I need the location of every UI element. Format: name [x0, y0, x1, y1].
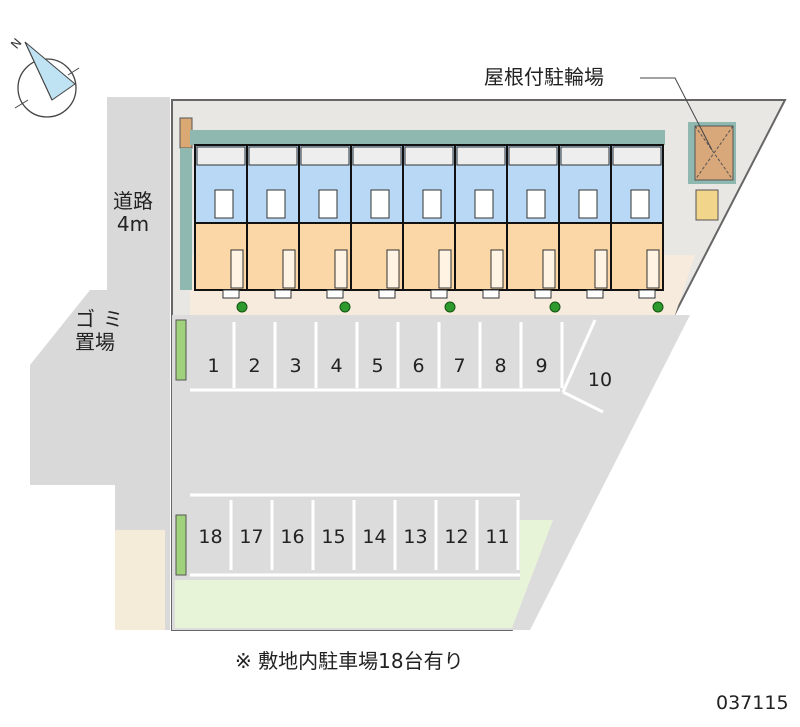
unit-closet [594, 249, 608, 289]
parking-space-number: 14 [362, 526, 386, 548]
unit-bathroom [422, 189, 442, 219]
unit-closet [282, 249, 296, 289]
unit-bathroom [526, 189, 546, 219]
road-label: 道路 4m [113, 190, 153, 236]
unit-entrance [352, 146, 402, 166]
unit-closet [490, 249, 504, 289]
green-strip [175, 520, 553, 628]
unit-entrance [508, 146, 558, 166]
unit-bathroom [630, 189, 650, 219]
road-name: 道路 [113, 189, 153, 213]
parking-space-number: 9 [535, 355, 547, 377]
building-side-corridor [180, 148, 192, 290]
unit-closet [334, 249, 348, 289]
unit-entrance [248, 146, 298, 166]
parking-space-number: 10 [588, 369, 612, 391]
unit-balcony [378, 289, 396, 299]
hedge-left-top [175, 319, 187, 381]
unit-balcony [586, 289, 604, 299]
bicycle-parking-leader [640, 77, 713, 151]
garbage-line1: ゴミ [75, 307, 131, 331]
parking-space-number: 5 [371, 355, 383, 377]
unit-balcony [326, 289, 344, 299]
parking-space-number: 3 [289, 355, 301, 377]
unit-bathroom [578, 189, 598, 219]
bicycle-parking-label: 屋根付駐輪場 [484, 65, 604, 89]
tree-icon [339, 301, 351, 313]
svg-text:N: N [8, 36, 24, 52]
tree-icon [549, 301, 561, 313]
garbage-label: ゴミ 置場 [75, 308, 131, 354]
parking-space-number: 7 [453, 355, 465, 377]
unit-bathroom [214, 189, 234, 219]
unit-entrance [404, 146, 454, 166]
parking-space-number: 17 [239, 526, 263, 548]
unit-closet [646, 249, 660, 289]
parking-note: ※ 敷地内駐車場18台有り [235, 649, 464, 673]
apartment-unit [610, 144, 664, 299]
apartment-unit [454, 144, 508, 299]
adjacent-lot [115, 530, 165, 630]
apartment-unit [506, 144, 560, 299]
building-corridor [190, 130, 665, 145]
unit-entrance [560, 146, 610, 166]
building [179, 117, 665, 313]
unit-closet [438, 249, 452, 289]
unit-entrance [196, 146, 246, 166]
parking-space-number: 4 [330, 355, 342, 377]
parking-divider [562, 390, 604, 414]
road [30, 97, 170, 630]
apartment-unit [558, 144, 612, 299]
unit-bathroom [370, 189, 390, 219]
parking-space-number: 11 [485, 526, 509, 548]
unit-entrance [612, 146, 662, 166]
unit-bathroom [266, 189, 286, 219]
unit-balcony [638, 289, 656, 299]
apartment-unit [402, 144, 456, 299]
apartment-unit [298, 144, 352, 299]
parking-space-number: 2 [248, 355, 260, 377]
apartment-unit [350, 144, 404, 299]
garbage-line2: 置場 [75, 330, 115, 354]
parking-divider [561, 319, 597, 393]
parking-space-number: 6 [412, 355, 424, 377]
parking-space-number: 12 [444, 526, 468, 548]
tree-icon [444, 301, 456, 313]
compass-icon: N [8, 36, 80, 118]
unit-closet [542, 249, 556, 289]
unit-balcony [482, 289, 500, 299]
tree-icon [236, 301, 248, 313]
apartment-unit [194, 144, 248, 299]
unit-bathroom [318, 189, 338, 219]
property-id: 037115 [716, 692, 789, 714]
bicycle-rack [695, 189, 719, 221]
parking-space-number: 18 [198, 526, 222, 548]
tree-icon [652, 301, 664, 313]
parking-space-number: 16 [280, 526, 304, 548]
unit-entrance [300, 146, 350, 166]
hedge-left-bottom [175, 514, 187, 576]
unit-closet [230, 249, 244, 289]
unit-balcony [222, 289, 240, 299]
parking-space-number: 1 [207, 355, 219, 377]
unit-balcony [430, 289, 448, 299]
unit-entrance [456, 146, 506, 166]
parking-space-number: 13 [403, 526, 427, 548]
parking-area [172, 315, 690, 630]
unit-bathroom [474, 189, 494, 219]
unit-closet [386, 249, 400, 289]
apartment-unit [246, 144, 300, 299]
road-width: 4m [116, 212, 150, 236]
unit-balcony [274, 289, 292, 299]
parking-space-number: 15 [321, 526, 345, 548]
parking-space-number: 8 [494, 355, 506, 377]
unit-balcony [534, 289, 552, 299]
